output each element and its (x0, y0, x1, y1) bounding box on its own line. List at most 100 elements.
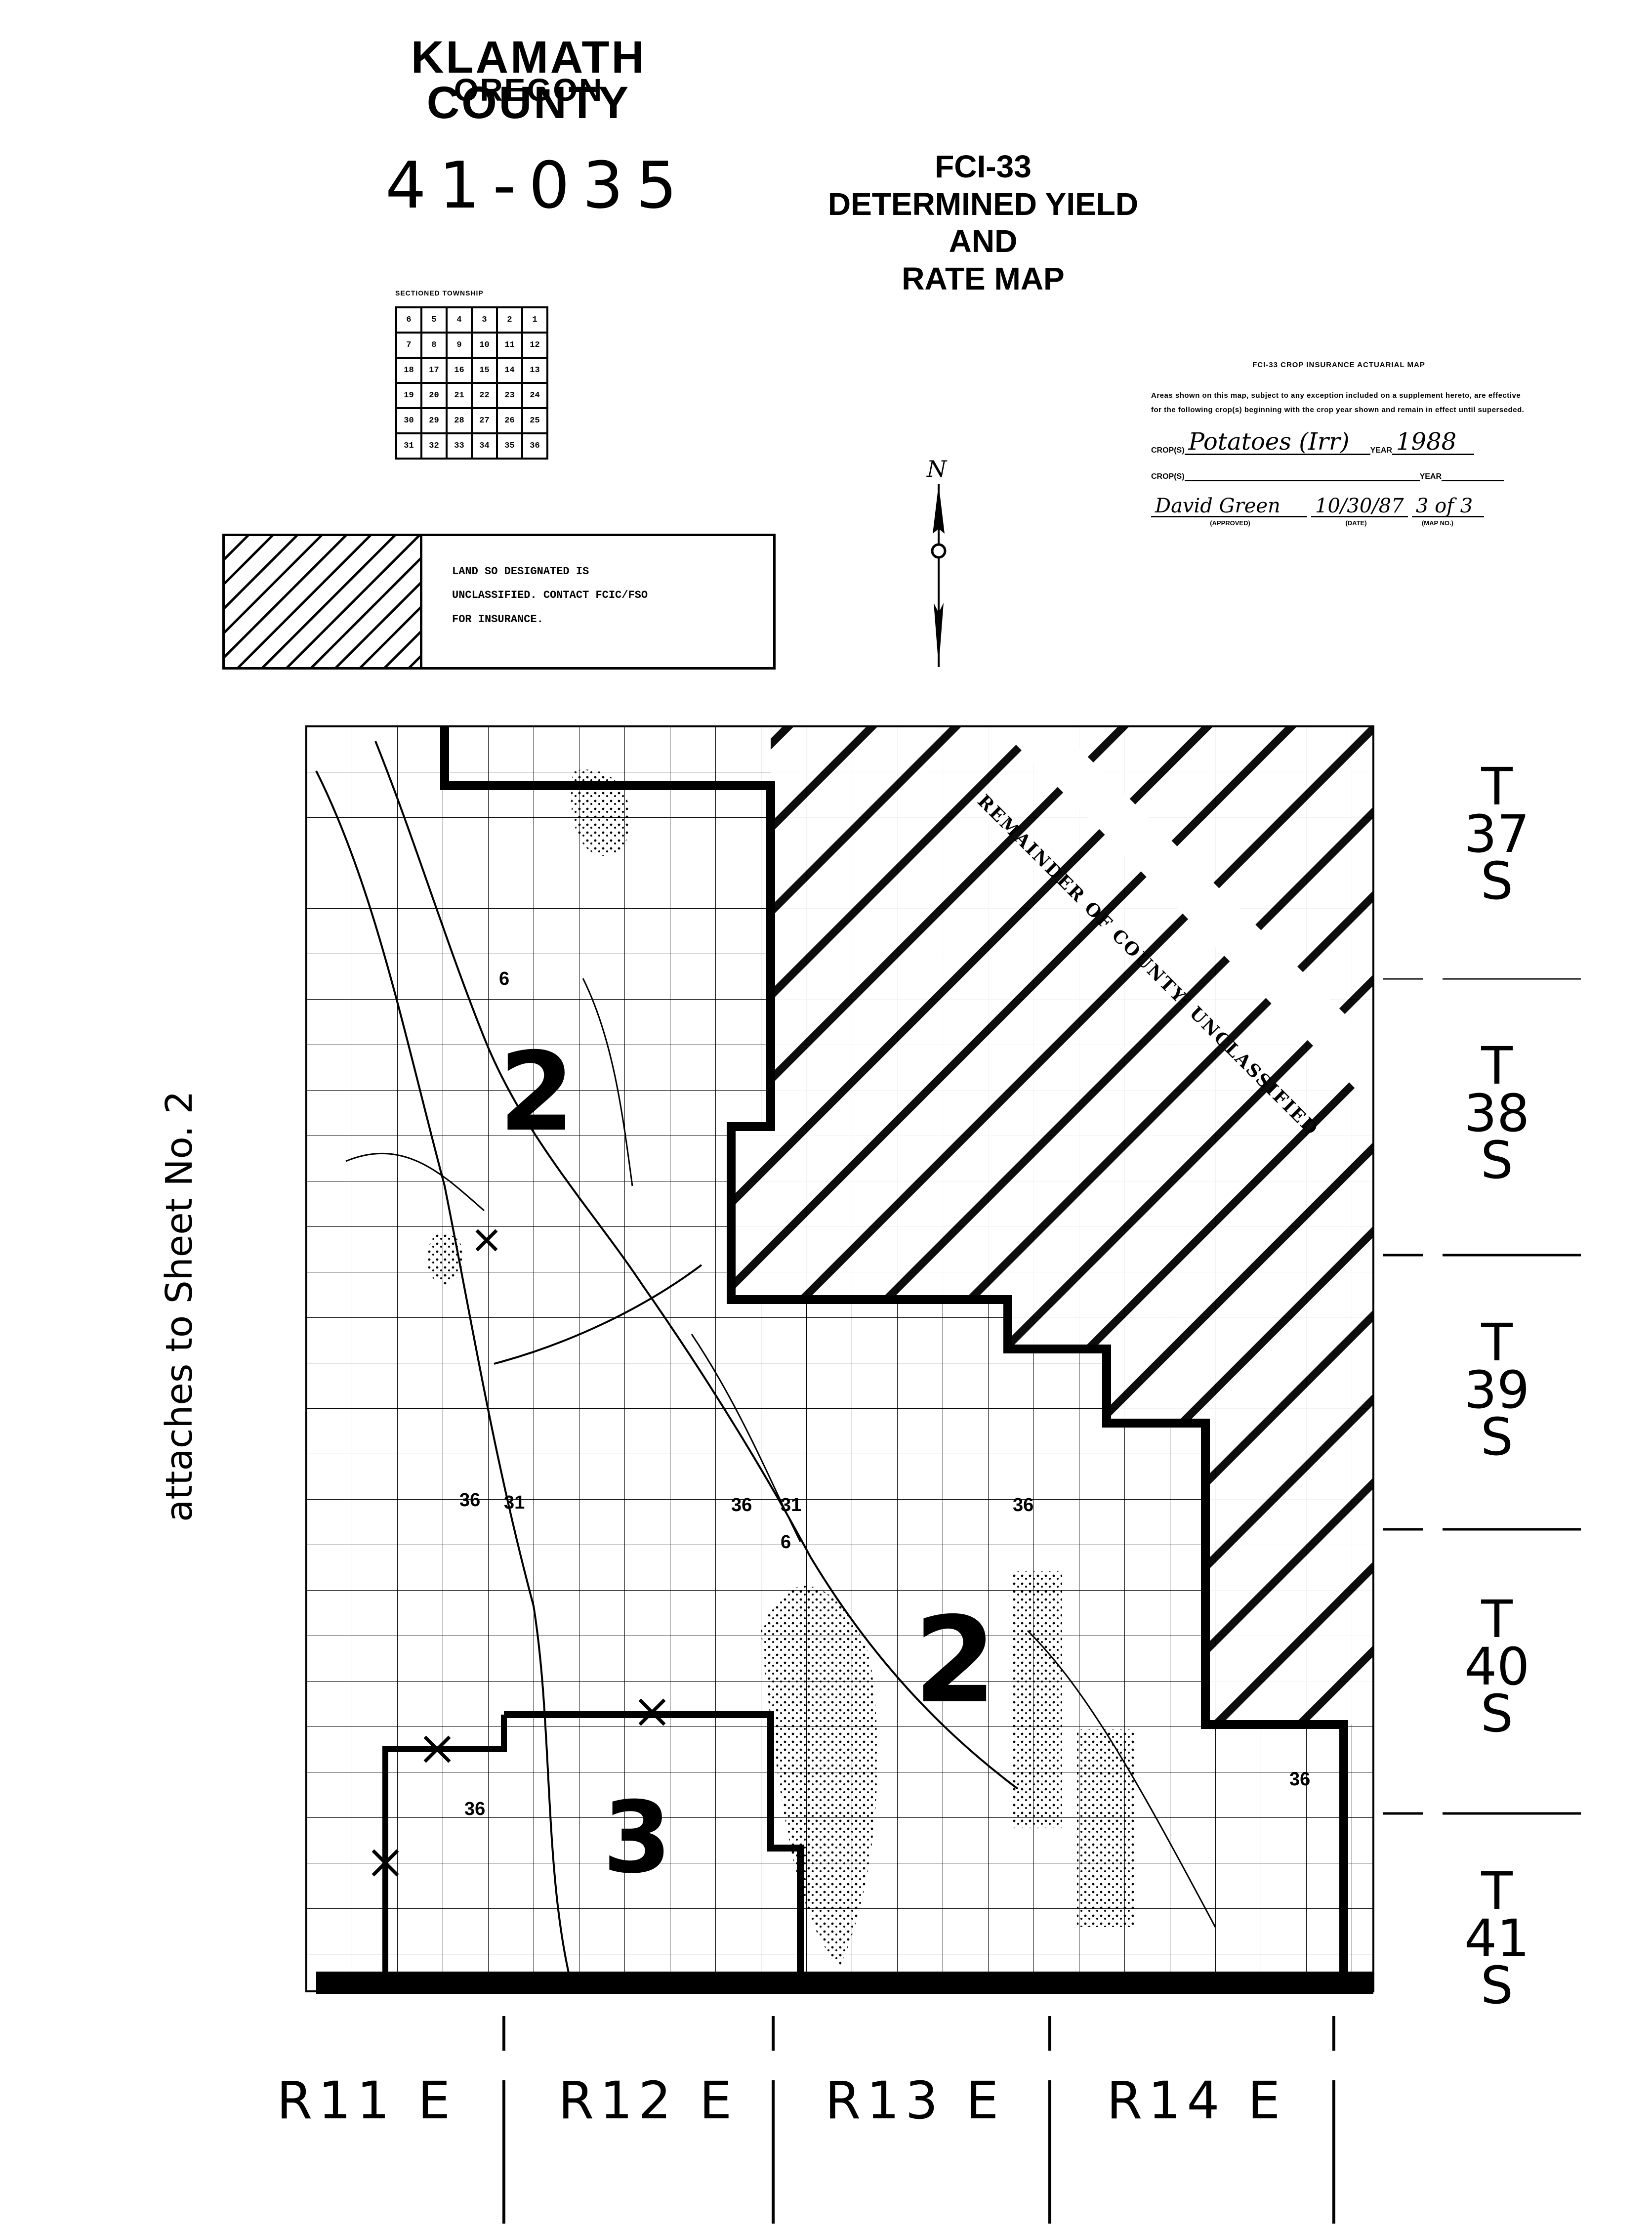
legend-hatch-swatch (225, 536, 422, 667)
section-cell: 22 (471, 382, 498, 409)
section-cell: 29 (420, 407, 448, 434)
section-grid-label: SECTIONED TOWNSHIP (395, 289, 484, 297)
section-cell: 7 (395, 332, 422, 359)
section-cell: 34 (471, 432, 498, 460)
section-cell: 5 (420, 306, 448, 334)
section-number: 36 (1013, 1495, 1034, 1515)
crop-label: CROP(S) (1151, 446, 1185, 455)
crop2-label: CROP(S) (1151, 472, 1185, 481)
range-r12e: R12 E (558, 2070, 738, 2131)
section-number: 31 (504, 1492, 525, 1513)
section-cell: 26 (496, 407, 523, 434)
section-cell: 13 (521, 357, 548, 384)
section-number: 36 (731, 1495, 752, 1515)
section-cell: 4 (446, 306, 473, 334)
section-cell: 17 (420, 357, 448, 384)
legend-line: LAND SO DESIGNATED IS (452, 565, 589, 578)
approval-captions: (APPROVED) (DATE) (MAP NO.) (1151, 519, 1527, 527)
section-cell: 33 (446, 432, 473, 460)
map-no-caption: (MAP NO.) (1421, 519, 1454, 527)
actuarial-body: Areas shown on this map, subject to any … (1151, 391, 1525, 414)
range-r11e: R11 E (277, 2070, 456, 2131)
attaches-to-sheet-label: attaches to Sheet No. 2 (158, 1091, 201, 1522)
section-cell: 14 (496, 357, 523, 384)
legend-line: FOR INSURANCE. (452, 613, 543, 626)
section-cell: 30 (395, 407, 422, 434)
crop-row: CROP(S) Potatoes (Irr) YEAR 1988 (1151, 430, 1527, 455)
section-cell: 9 (446, 332, 473, 359)
section-cell: 21 (446, 382, 473, 409)
zone-label-2-north: 2 (499, 1029, 575, 1155)
section-number: 36 (1289, 1769, 1311, 1790)
section-cell: 20 (420, 382, 448, 409)
approval-date: 10/30/87 (1311, 496, 1408, 517)
title-line: AND (949, 223, 1018, 259)
section-cell: 24 (521, 382, 548, 409)
section-cell: 27 (471, 407, 498, 434)
township-dividers (1383, 978, 1581, 1815)
section-cell: 3 (471, 306, 498, 334)
year2-value (1442, 468, 1504, 481)
range-r13e: R13 E (825, 2070, 1005, 2131)
state-name: OREGON (454, 72, 604, 108)
crop-value: Potatoes (Irr) (1184, 430, 1370, 455)
year-value: 1988 (1392, 430, 1475, 455)
section-number: 36 (464, 1799, 486, 1819)
year2-label: YEAR (1419, 472, 1442, 481)
section-number: 31 (781, 1495, 802, 1515)
section-cell: 10 (471, 332, 498, 359)
section-cell: 36 (521, 432, 548, 460)
legend-line: UNCLASSIFIED. CONTACT FCIC/FSO (452, 589, 648, 602)
north-label: N (926, 456, 948, 482)
range-r14e: R14 E (1107, 2070, 1286, 2131)
section-cell: 11 (496, 332, 523, 359)
actuarial-block: FCI-33 CROP INSURANCE ACTUARIAL MAP Area… (1151, 361, 1527, 527)
title-line: DETERMINED YIELD (827, 186, 1139, 222)
year-label: YEAR (1370, 446, 1393, 455)
approval-row: David Green 10/30/87 3 of 3 (1151, 496, 1527, 517)
section-cell: 28 (446, 407, 473, 434)
actuarial-title: FCI-33 CROP INSURANCE ACTUARIAL MAP (1252, 361, 1425, 369)
title-line: RATE MAP (902, 260, 1065, 296)
section-cell: 12 (521, 332, 548, 359)
section-cell: 6 (395, 306, 422, 334)
approved-signature: David Green (1151, 496, 1307, 517)
zone-label-3: 3 (603, 1780, 672, 1895)
unclassified-region (731, 726, 1373, 1725)
section-cell: 16 (446, 357, 473, 384)
section-cell: 35 (496, 432, 523, 460)
section-cell: 19 (395, 382, 422, 409)
map-sheet-number: 3 of 3 (1412, 496, 1484, 517)
title-line: FCI-33 (935, 149, 1032, 184)
map-title: FCI-33 DETERMINED YIELD AND RATE MAP (800, 148, 1166, 297)
north-arrow-icon: N (926, 456, 948, 667)
section-number: 6 (781, 1532, 791, 1553)
section-cell: 8 (420, 332, 448, 359)
section-cell: 32 (420, 432, 448, 460)
section-cell: 15 (471, 357, 498, 384)
section-cell: 18 (395, 357, 422, 384)
legend-box: LAND SO DESIGNATED IS UNCLASSIFIED. CONT… (222, 534, 776, 670)
zone-label-2-south: 2 (914, 1591, 996, 1729)
section-number: 36 (459, 1490, 481, 1511)
section-number: 6 (499, 968, 510, 989)
crop2-value (1184, 468, 1420, 481)
crop2-row: CROP(S) YEAR (1151, 468, 1527, 481)
county-name: KLAMATH COUNTY (411, 32, 646, 128)
approved-caption: (APPROVED) (1210, 519, 1250, 527)
legend-text: LAND SO DESIGNATED IS UNCLASSIFIED. CONT… (452, 560, 758, 631)
section-cell: 1 (521, 306, 548, 334)
section-cell: 25 (521, 407, 548, 434)
